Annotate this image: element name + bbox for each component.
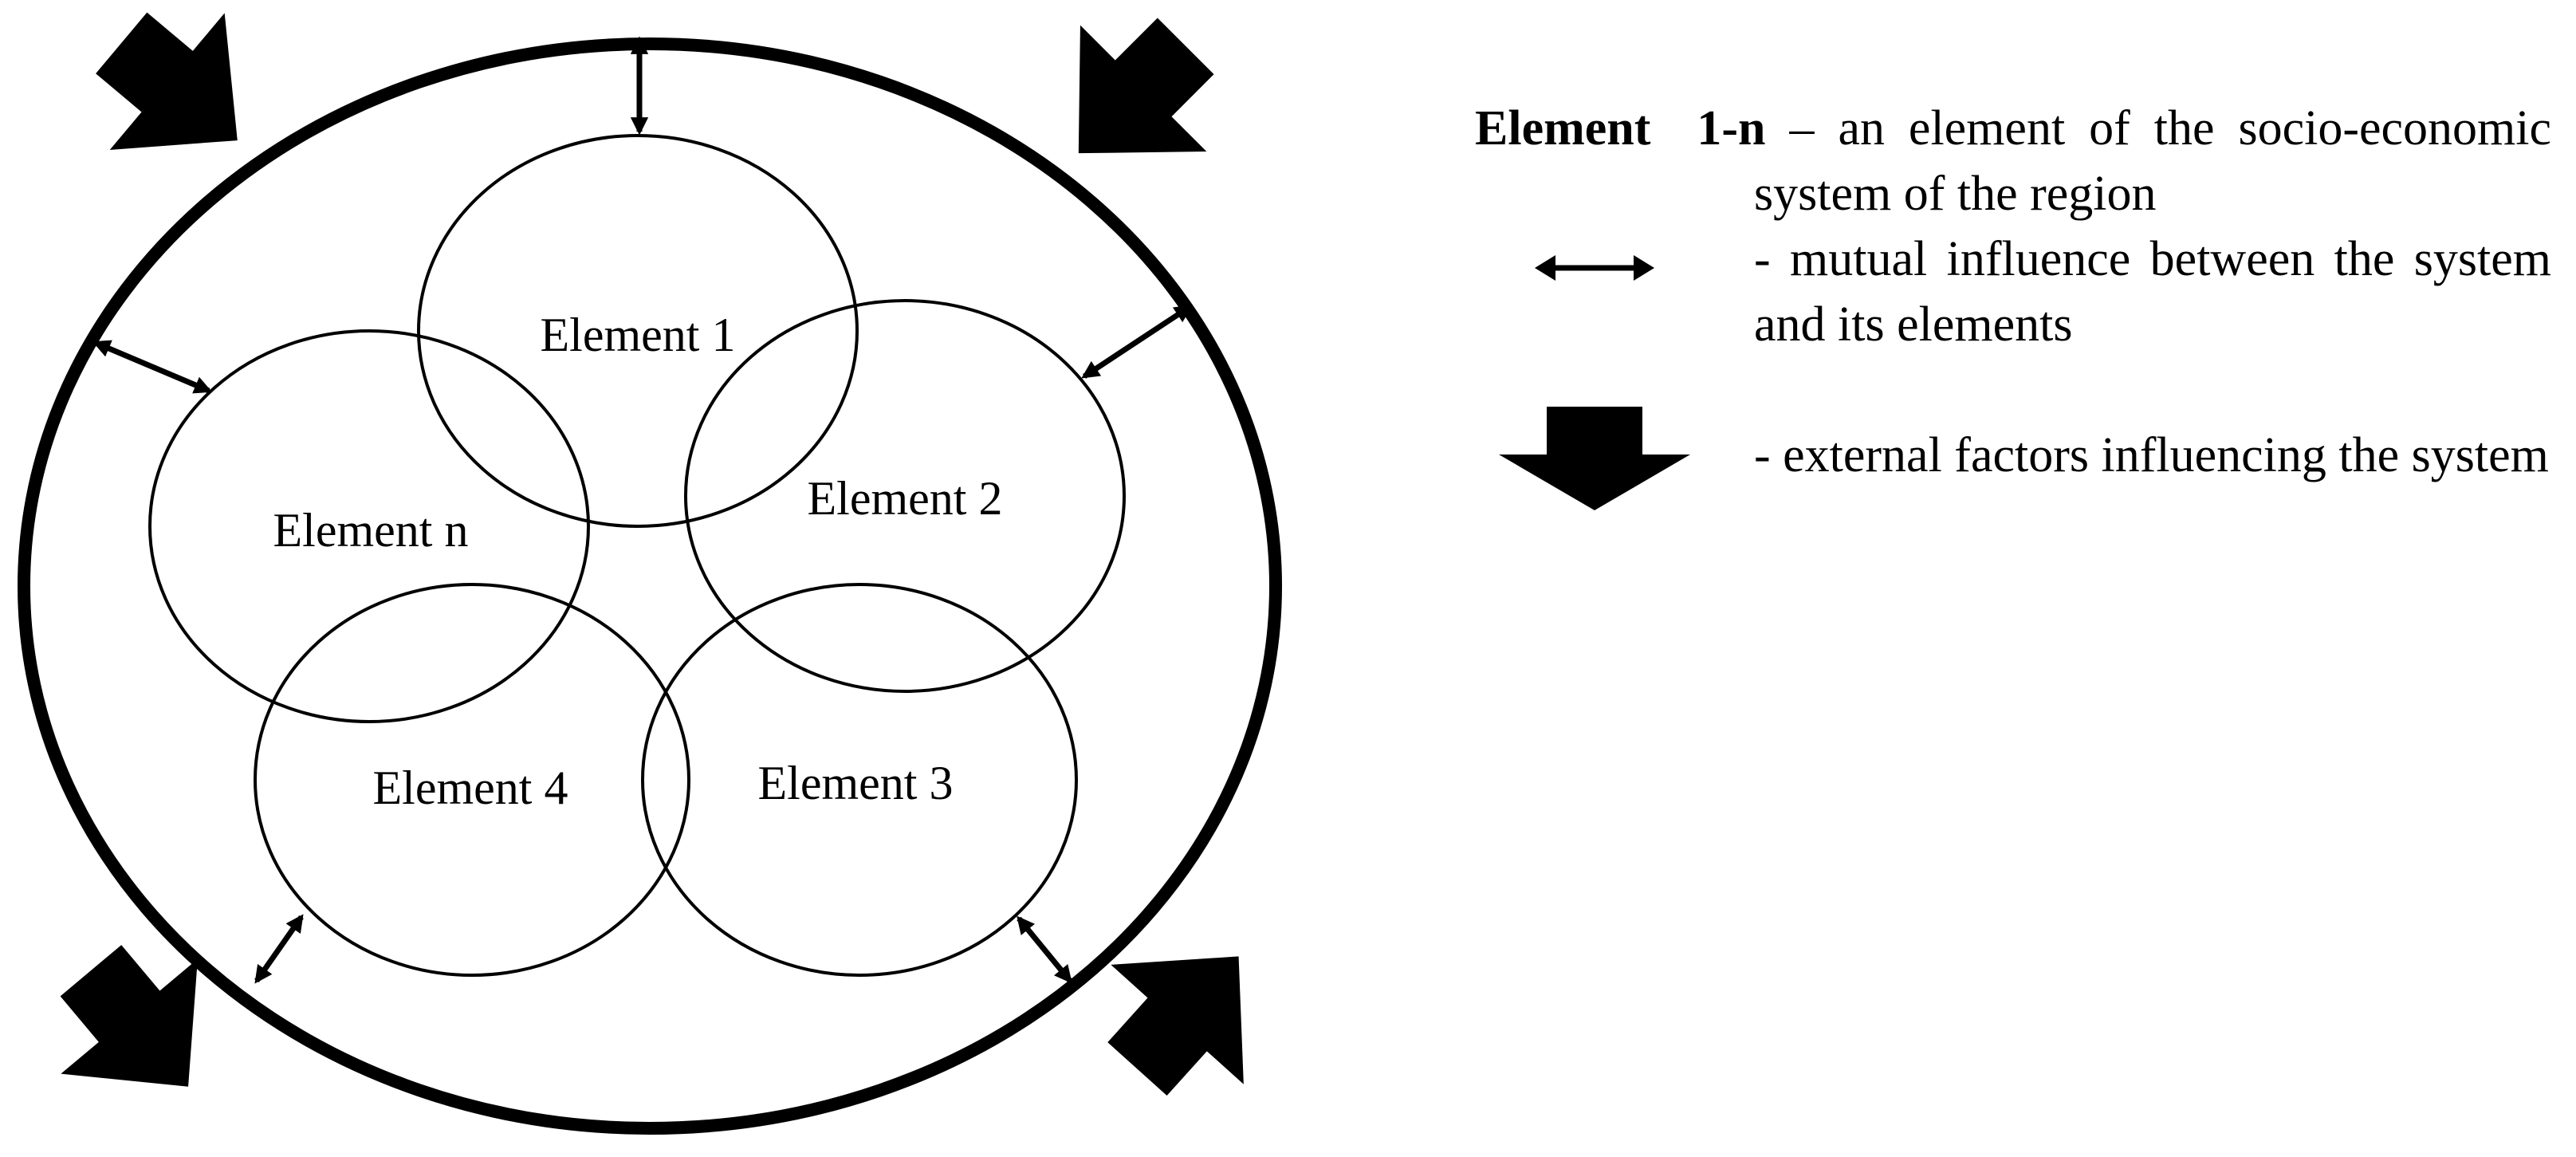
element-1-circle [417, 134, 859, 528]
element-4-label: Element 4 [373, 761, 568, 814]
legend: Element 1-n – an element of the socio-ec… [1475, 96, 2551, 654]
element-3-circle [641, 583, 1078, 977]
external-factor-arrow-bottom-right [1107, 956, 1244, 1096]
element-3-label: Element 3 [758, 757, 954, 809]
block-arrow-icon [1499, 407, 1690, 510]
element-n-label: Element n [273, 504, 469, 557]
legend-element-description: – an element of the socio-economic syste… [1754, 101, 2551, 221]
region-system-boundary [18, 37, 1282, 1135]
legend-external-factors-description: - external factors influencing the syste… [1754, 428, 2549, 482]
legend-element-entry: Element 1-n – an element of the socio-ec… [1475, 96, 2551, 226]
mutual-influence-arrow-left [92, 340, 213, 394]
mutual-influence-arrow-right [1081, 305, 1193, 379]
element-2-label: Element 2 [808, 472, 1003, 525]
legend-element-term: Element 1-n [1475, 101, 1766, 155]
mutual-influence-arrow-bottom-left [254, 914, 304, 984]
element-2-circle [684, 299, 1126, 693]
system-diagram: Element 1 Element 2 Element 3 Element 4 … [18, 12, 1282, 1135]
external-factor-arrow-bottom-left [60, 945, 198, 1087]
element-n-circle [148, 329, 590, 723]
element-4-circle [254, 583, 690, 977]
element-1-label: Element 1 [541, 309, 736, 361]
legend-mutual-influence-description: - mutual influence between the system an… [1754, 232, 2551, 352]
external-factor-arrow-top-left [96, 12, 238, 150]
external-factor-arrow-top-right [1078, 18, 1214, 154]
double-headed-arrow-icon [1535, 255, 1654, 281]
mutual-influence-arrow-bottom-right [1017, 915, 1072, 984]
